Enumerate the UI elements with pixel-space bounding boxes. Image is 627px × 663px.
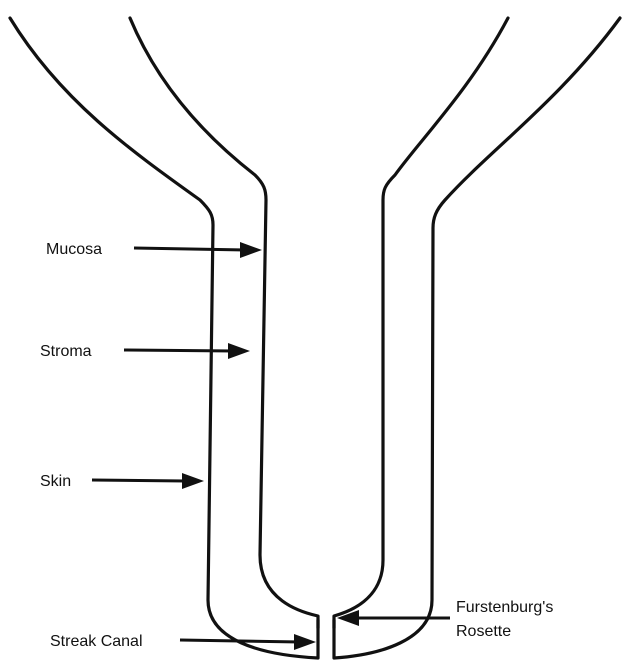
inner-wall-line-left bbox=[130, 18, 318, 628]
streak-canal-arrow bbox=[180, 634, 316, 650]
stroma-label: Stroma bbox=[40, 343, 92, 360]
streak-canal-label: Streak Canal bbox=[50, 633, 143, 650]
rosette-arrow bbox=[337, 610, 450, 626]
outer-wall-line-right bbox=[334, 18, 620, 658]
rosette-label-line1: Furstenburg's bbox=[456, 599, 553, 616]
mucosa-label: Mucosa bbox=[46, 241, 102, 258]
skin-arrow bbox=[92, 473, 204, 489]
skin-label: Skin bbox=[40, 473, 71, 490]
outer-wall-line bbox=[10, 18, 318, 658]
stroma-arrow bbox=[124, 343, 250, 359]
inner-wall-line-right bbox=[334, 18, 508, 628]
mucosa-arrow bbox=[134, 242, 262, 258]
rosette-label-line2: Rosette bbox=[456, 623, 511, 640]
